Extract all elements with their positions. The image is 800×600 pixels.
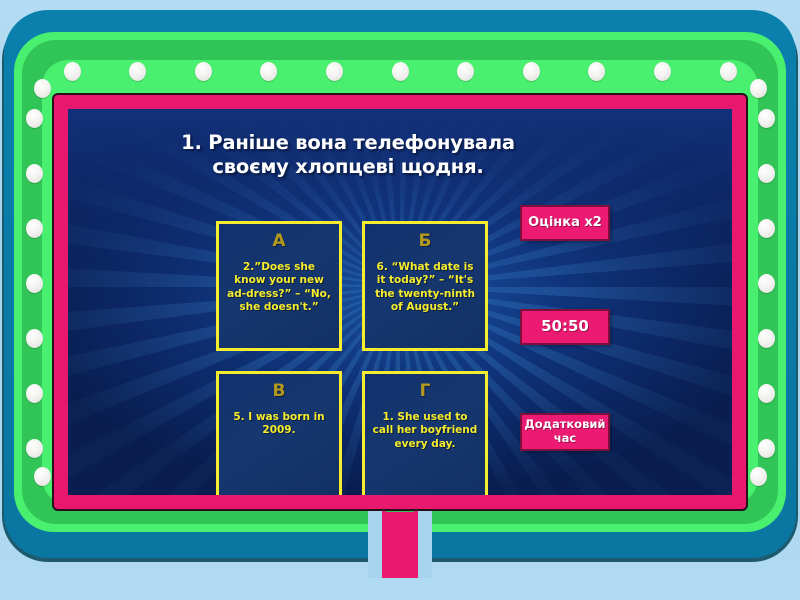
marquee-bulb-right-6 xyxy=(757,438,775,458)
answer-card-v[interactable]: В 5. I was born in 2009. xyxy=(216,371,342,495)
answer-grid: А 2.”Does she know your new ad-dress?” –… xyxy=(216,221,488,495)
marquee-bulb-top-1 xyxy=(129,61,147,81)
answer-card-g[interactable]: Г 1. She used to call her boyfriend ever… xyxy=(362,371,488,495)
screen-content: 1. Раніше вона телефонувала своєму хлопц… xyxy=(68,109,732,495)
marquee-bulb-top-4 xyxy=(325,61,343,81)
marquee-bulb-left-4 xyxy=(25,328,43,348)
marquee-bulb-left-6 xyxy=(25,438,43,458)
question-line-2: своєму хлопцеві щодня. xyxy=(212,155,484,179)
marquee-bulb-top-2 xyxy=(194,61,212,81)
marquee-bulb-right-4 xyxy=(757,328,775,348)
marquee-bulb-top-6 xyxy=(457,61,475,81)
marquee-bulb-right-3 xyxy=(757,273,775,293)
powerup-fifty-fifty-button[interactable]: 50:50 xyxy=(520,309,610,345)
answer-text-a: 2.”Does she know your new ad-dress?” – “… xyxy=(227,260,331,313)
marquee-bulb-corner-br xyxy=(749,466,767,486)
marquee-bulb-corner-tr xyxy=(749,78,767,98)
marquee-bulb-top-10 xyxy=(719,61,737,81)
answer-card-b[interactable]: Б 6. “What date is it today?” – “It's th… xyxy=(362,221,488,351)
answer-text-b: 6. “What date is it today?” – “It's the … xyxy=(375,260,475,313)
answer-text-v: 5. I was born in 2009. xyxy=(233,410,325,437)
answer-letter-v: В xyxy=(272,381,286,401)
answer-card-a[interactable]: А 2.”Does she know your new ad-dress?” –… xyxy=(216,221,342,351)
powerup-double-score-button[interactable]: Оцінка х2 xyxy=(520,205,610,241)
question-text: 1. Раніше вона телефонувала своєму хлопц… xyxy=(128,131,568,179)
powerup-extra-time-button[interactable]: Додатковий час xyxy=(520,413,610,451)
marquee-bulb-left-2 xyxy=(25,218,43,238)
marquee-bulb-right-2 xyxy=(757,218,775,238)
answer-letter-a: А xyxy=(272,231,286,251)
marquee-bulb-left-1 xyxy=(25,163,43,183)
marquee-bulb-corner-tl xyxy=(33,78,51,98)
arcade-cabinet-frame: 1. Раніше вона телефонувала своєму хлопц… xyxy=(0,8,800,578)
question-line-1: 1. Раніше вона телефонувала xyxy=(181,131,515,154)
marquee-bulb-left-5 xyxy=(25,383,43,403)
marquee-bulb-right-1 xyxy=(757,163,775,183)
answer-text-g: 1. She used to call her boyfriend every … xyxy=(372,410,478,450)
marquee-bulb-right-5 xyxy=(757,383,775,403)
game-screen: 1. Раніше вона телефонувала своєму хлопц… xyxy=(68,109,732,495)
marquee-bulb-left-3 xyxy=(25,273,43,293)
marquee-bulb-top-5 xyxy=(391,61,409,81)
answer-letter-g: Г xyxy=(419,381,431,401)
marquee-bulb-top-3 xyxy=(260,61,278,81)
marquee-bulb-top-8 xyxy=(588,61,606,81)
marquee-bulb-corner-bl xyxy=(33,466,51,486)
marquee-bulb-top-7 xyxy=(522,61,540,81)
marquee-bulb-top-9 xyxy=(653,61,671,81)
marquee-bulb-left-0 xyxy=(25,108,43,128)
marquee-bulb-top-0 xyxy=(63,61,81,81)
marquee-bulb-right-0 xyxy=(757,108,775,128)
answer-letter-b: Б xyxy=(418,231,432,251)
screen-bezel: 1. Раніше вона телефонувала своєму хлопц… xyxy=(52,93,748,511)
